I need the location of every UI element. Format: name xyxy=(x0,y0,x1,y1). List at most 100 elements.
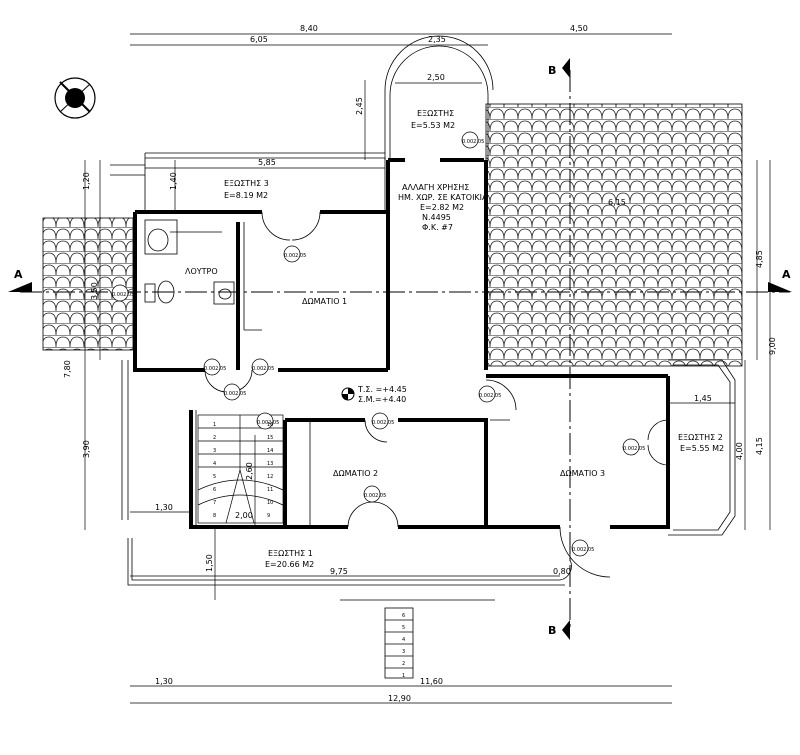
section-a-left: A xyxy=(14,268,23,281)
dim-right-balcony: 4,00 xyxy=(735,442,744,460)
dim-top-sub-right: 2,35 xyxy=(428,35,446,44)
door-swings xyxy=(204,211,669,578)
stair-step-right-9: 9 xyxy=(267,513,270,519)
dim-stair-width: 2,00 xyxy=(235,511,253,520)
stair-step-left-3: 3 xyxy=(213,448,216,454)
stair-step-left-6: 6 xyxy=(213,487,216,493)
stair-step-left-4: 4 xyxy=(213,461,216,467)
dimension-labels: 8,40 4,50 6,05 2,35 2,50 2,45 5,85 1,40 … xyxy=(63,24,777,703)
code-room2-window: 0.002.05 xyxy=(364,493,386,499)
stair-step-left-5: 5 xyxy=(213,474,216,480)
ext-step-4: 4 xyxy=(402,637,405,643)
dim-front-depth: 1,50 xyxy=(205,554,214,572)
opening-tags xyxy=(111,131,640,557)
stair-step-right-15: 15 xyxy=(267,435,273,441)
dim-right-total: 9,00 xyxy=(768,337,777,355)
level-ts: Τ.Σ. =+4.45 xyxy=(357,385,407,394)
stair-step-left-7: 7 xyxy=(213,500,216,506)
dim-left-mid: 7,80 xyxy=(63,360,72,378)
note-line-1: ΑΛΛΑΓΗ ΧΡΗΣΗΣ xyxy=(402,183,469,192)
section-marker-a-left xyxy=(8,282,32,292)
dim-front-corner: 0,80 xyxy=(553,567,571,576)
dim-top-total-left: 8,40 xyxy=(300,24,318,33)
balcony2-name: ΕΞΩΣΤΗΣ 2 xyxy=(678,433,723,442)
stair-step-left-8: 8 xyxy=(213,513,216,519)
stair-step-right-14: 14 xyxy=(267,448,273,454)
code-room3-door: 0.002.05 xyxy=(479,393,501,399)
opening-codes: 0.002.05 0.002.05 0.002.05 0.002.05 0.00… xyxy=(112,139,645,553)
balcony3-name: ΕΞΩΣΤΗΣ 3 xyxy=(224,179,269,188)
ext-step-3: 3 xyxy=(402,649,405,655)
inner-lines xyxy=(170,222,510,527)
balcony2-area: Ε=5.55 Μ2 xyxy=(680,444,724,453)
level-sm: Σ.Μ.=+4.40 xyxy=(358,395,406,404)
code-room1-door: 0.002.05 xyxy=(284,253,306,259)
dim-right-lower: 4,15 xyxy=(755,437,764,455)
dimension-lines xyxy=(84,33,771,704)
code-hall: 0.002.05 xyxy=(224,391,246,397)
dim-balcony4-depth: 2,45 xyxy=(355,97,364,115)
code-bath-door: 0.002.05 xyxy=(204,366,226,372)
dim-bottom-mid: 11,60 xyxy=(420,677,443,686)
code-room3-window: 0.002.05 xyxy=(623,446,645,452)
dim-left-top: 1,20 xyxy=(82,172,91,190)
section-a-right: A xyxy=(782,268,791,281)
code-room2-door: 0.002.05 xyxy=(372,420,394,426)
balcony3-area: Ε=8.19 Μ2 xyxy=(224,191,268,200)
dim-roof-width: 6,15 xyxy=(608,198,626,207)
dim-bottom-total: 12,90 xyxy=(388,694,411,703)
ext-step-2: 2 xyxy=(402,661,405,667)
walls xyxy=(133,158,670,529)
change-of-use-note: ΑΛΛΑΓΗ ΧΡΗΣΗΣ ΗΜ. ΧΩΡ. ΣΕ ΚΑΤΟΙΚΙΑ Ε=2.8… xyxy=(357,183,488,404)
stair-step-right-11: 11 xyxy=(267,487,273,493)
stair-step-left-1: 1 xyxy=(213,422,216,428)
balcony-outlines xyxy=(110,35,736,601)
note-line-3: Ε=2.82 Μ2 xyxy=(420,203,464,212)
room-labels: ΛΟΥΤΡΟ ΔΩΜΑΤΙΟ 1 ΔΩΜΑΤΙΟ 2 ΔΩΜΑΤΙΟ 3 xyxy=(185,267,605,478)
external-stair xyxy=(384,607,414,679)
dim-left-sub: 3,50 xyxy=(90,282,99,300)
dim-top-sub-left: 6,05 xyxy=(250,35,268,44)
stair-step-right-12: 12 xyxy=(267,474,273,480)
balcony4-area: Ε=5.53 Μ2 xyxy=(411,121,455,130)
note-line-5: Φ.Κ. #7 xyxy=(422,223,453,232)
code-balcony4: 0.002.05 xyxy=(462,139,484,145)
section-marker-b-bottom xyxy=(562,620,570,640)
stair-step-right-10: 10 xyxy=(267,500,273,506)
dim-right-upper: 4,85 xyxy=(755,250,764,268)
roof-tiles-right xyxy=(485,103,743,367)
code-room1-door-b: 0.002.05 xyxy=(252,366,274,372)
ext-step-5: 5 xyxy=(402,625,405,631)
dim-stair-depth: 2,60 xyxy=(245,462,254,480)
dim-left-low: 3,90 xyxy=(82,440,91,458)
code-stair: 0.002.05 xyxy=(257,420,279,426)
section-b-top: B xyxy=(548,64,556,77)
room-bath-label: ΛΟΥΤΡΟ xyxy=(185,267,218,276)
dim-left-arm: 1,30 xyxy=(155,503,173,512)
staircase xyxy=(197,414,284,524)
room-3-label: ΔΩΜΑΤΙΟ 3 xyxy=(560,469,605,478)
section-b-bottom: B xyxy=(548,624,556,637)
dim-balcony4-width: 2,50 xyxy=(427,73,445,82)
ext-step-1: 1 xyxy=(402,673,405,679)
room-1-label: ΔΩΜΑΤΙΟ 1 xyxy=(302,297,347,306)
bathroom-fixtures xyxy=(144,219,235,305)
section-marker-b-top xyxy=(562,58,570,78)
code-bath-window: 0.002.05 xyxy=(112,292,134,298)
dim-balcony3-width: 5,85 xyxy=(258,158,276,167)
dim-top-total-right: 4,50 xyxy=(570,24,588,33)
room-2-label: ΔΩΜΑΤΙΟ 2 xyxy=(333,469,378,478)
section-marker-a-right xyxy=(768,282,792,292)
dim-front-width: 9,75 xyxy=(330,567,348,576)
stair-step-left-2: 2 xyxy=(213,435,216,441)
note-line-4: Ν.4495 xyxy=(422,213,451,222)
dim-right-arm: 1,45 xyxy=(694,394,712,403)
level-marker-icon xyxy=(341,387,355,401)
section-letters: A A B B xyxy=(14,64,791,637)
balcony-labels: ΕΞΩΣΤΗΣ 1 Ε=20.66 Μ2 ΕΞΩΣΤΗΣ 2 Ε=5.55 Μ2… xyxy=(224,109,724,569)
north-arrow-icon xyxy=(54,77,96,119)
